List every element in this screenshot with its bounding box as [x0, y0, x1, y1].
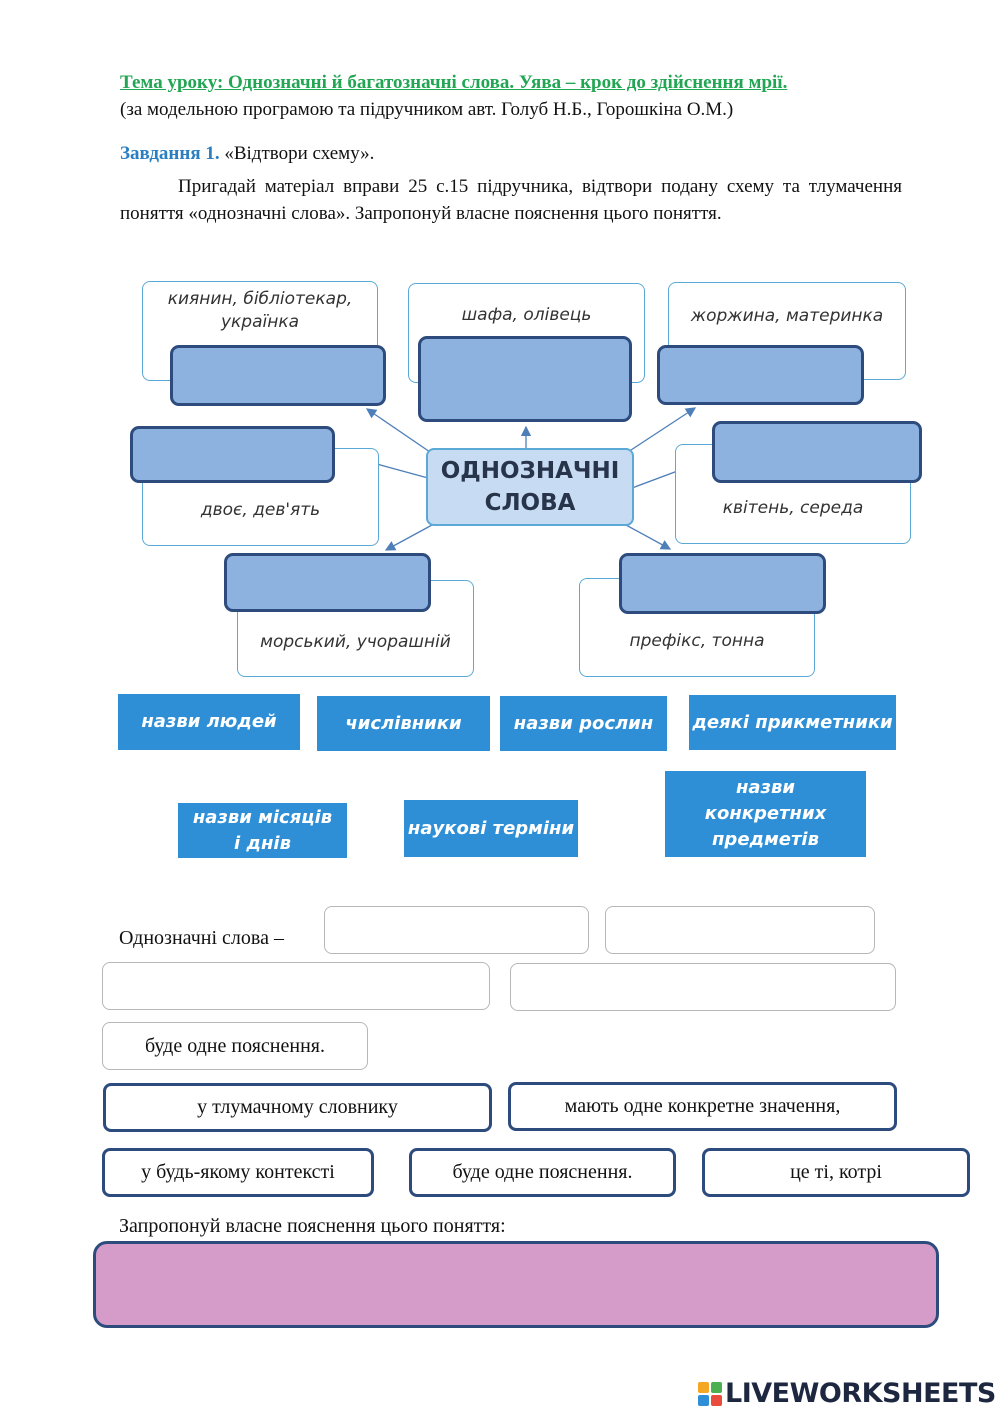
example-text-objects: шафа, олівець — [461, 305, 592, 325]
logo-text: LIVEWORKSHEETS — [725, 1378, 996, 1409]
own-explanation-prompt: Запропонуй власне пояснення цього понятт… — [119, 1215, 506, 1237]
chip-objects[interactable]: назви конкретних предметів — [665, 771, 866, 857]
definition-lead: Однозначні слова – — [119, 927, 284, 949]
arrow-adjectives — [384, 524, 433, 551]
own-explanation-input[interactable] — [93, 1241, 939, 1328]
drop-box-numerals[interactable] — [130, 426, 335, 483]
example-text-numerals: двоє, дев'ять — [200, 500, 321, 520]
example-text-months: квітень, середа — [722, 498, 864, 518]
drop-box-objects[interactable] — [418, 336, 632, 422]
option-these-are[interactable]: це ті, котрі — [702, 1148, 970, 1197]
arrow-terms — [625, 524, 672, 550]
chip-numerals[interactable]: числівники — [317, 696, 490, 751]
option-one-meaning[interactable]: мають одне конкретне значення, — [508, 1082, 897, 1131]
drop-box-terms[interactable] — [619, 553, 826, 614]
definition-slot-4[interactable] — [510, 963, 896, 1011]
example-text-plants: жоржина, материнка — [690, 306, 884, 326]
drop-box-adjectives[interactable] — [224, 553, 431, 612]
drop-box-plants[interactable] — [657, 345, 864, 405]
chip-objects-line-1: назви — [735, 777, 796, 798]
chip-months[interactable]: назви місяців і днів — [178, 803, 347, 858]
center-line-1: ОДНОЗНАЧНІ — [440, 458, 620, 484]
chip-terms[interactable]: наукові терміни — [404, 800, 578, 857]
definition-slot-3[interactable] — [102, 962, 490, 1010]
chip-objects-line-2: конкретних — [704, 803, 827, 824]
liveworksheets-logo: LIVEWORKSHEETS — [698, 1378, 996, 1409]
drop-box-people[interactable] — [170, 345, 386, 406]
chip-months-line-2: і днів — [234, 832, 291, 854]
lesson-topic: Тема уроку: Однозначні й багатозначні сл… — [120, 72, 788, 93]
chip-months-line-1: назви місяців — [192, 806, 333, 828]
option-one-explanation[interactable]: буде одне пояснення. — [409, 1148, 676, 1197]
option-dictionary[interactable]: у тлумачному словнику — [103, 1083, 492, 1132]
chip-objects-line-3: предметів — [712, 829, 819, 850]
task-heading: Завдання 1. «Відтвори схему». — [120, 143, 374, 165]
definition-slot-2[interactable] — [605, 906, 875, 954]
example-text-people-1: киянин, бібліотекар, — [167, 289, 353, 309]
chip-plants[interactable]: назви рослин — [500, 696, 667, 751]
task-instruction: Пригадай матеріал вправи 25 с.15 підручн… — [120, 176, 902, 224]
example-text-adjectives: морський, учорашній — [260, 632, 451, 652]
center-line-2: СЛОВА — [484, 490, 576, 516]
scheme-center: ОДНОЗНАЧНІ СЛОВА — [426, 448, 634, 526]
chip-people[interactable]: назви людей — [118, 694, 300, 750]
drop-box-months[interactable] — [712, 421, 922, 483]
task-title: «Відтвори схему». — [224, 143, 375, 164]
definition-slot-1[interactable] — [324, 906, 589, 954]
example-box-adjectives: морський, учорашній — [237, 580, 474, 677]
logo-mark-icon — [698, 1381, 722, 1406]
chip-adjectives[interactable]: деякі прикметники — [689, 695, 896, 750]
arrow-plants — [627, 407, 697, 453]
option-any-context[interactable]: у будь-якому контексті — [102, 1148, 374, 1197]
task-label: Завдання 1. — [120, 143, 220, 164]
example-text-people-2: українка — [220, 312, 300, 332]
example-text-terms: префікс, тонна — [629, 631, 765, 651]
lesson-subtitle: (за модельною програмою та підручником а… — [120, 99, 734, 120]
arrow-people — [365, 408, 431, 453]
definition-slot-5[interactable]: буде одне пояснення. — [102, 1022, 368, 1070]
